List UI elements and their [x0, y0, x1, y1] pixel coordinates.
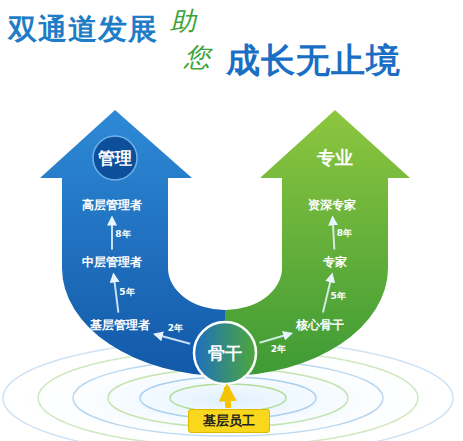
level-text: 中层管理者	[82, 254, 142, 271]
level-label: 高层管理者	[80, 196, 144, 215]
promotion-arrow	[111, 218, 113, 250]
years-label: 2年	[168, 322, 183, 335]
years-label: 8年	[337, 226, 352, 239]
years-label: 8年	[115, 227, 130, 240]
level-label: 核心骨干	[294, 316, 346, 335]
management-arrow: 管理高层管理者中层管理者基层管理者	[38, 108, 228, 380]
arrow-badge: 管理	[98, 147, 132, 170]
years-label-wrap: 2年	[271, 342, 286, 355]
title-part: 您	[184, 40, 210, 75]
level-label: 基层管理者	[88, 316, 152, 335]
level-label: 资深专家	[306, 196, 358, 215]
years-label-wrap: 8年	[115, 227, 130, 240]
years-label: 5年	[119, 286, 134, 299]
title-part: 您	[184, 40, 210, 75]
level-text: 高层管理者	[82, 197, 142, 214]
promotion-arrow	[260, 334, 292, 343]
years-label-wrap: 5年	[331, 290, 346, 303]
level-label: 中层管理者	[80, 253, 144, 272]
promotion-arrow	[333, 217, 335, 249]
level-text: 核心骨干	[296, 317, 344, 334]
level-text: 基层管理者	[90, 317, 150, 334]
entry-arrow	[227, 387, 228, 408]
years-label-wrap: 5年	[119, 286, 134, 299]
promotion-arrow	[155, 334, 190, 343]
title-part: 助	[170, 4, 196, 39]
base-box: 基层员工	[188, 409, 270, 433]
promotion-arrow	[114, 274, 119, 312]
arrow-title: 专业	[317, 146, 353, 170]
years-label-wrap: 2年	[168, 322, 183, 335]
profession-arrow: 专业资深专家专家核心骨干	[222, 108, 414, 380]
title: 双通道发展	[8, 10, 158, 50]
level-text: 资深专家	[308, 197, 356, 214]
arrow-title: 管理	[98, 147, 132, 170]
years-label: 2年	[271, 342, 286, 355]
circle-label: 骨干	[208, 342, 242, 365]
title-part: 助	[170, 4, 196, 39]
title-wrap: 双通道发展	[8, 10, 158, 50]
level-text: 专家	[323, 254, 347, 271]
title-part: 成长无止境	[226, 38, 401, 84]
arrow-badge: 专业	[317, 146, 353, 170]
years-label: 5年	[331, 290, 346, 303]
core-circle: 骨干	[192, 320, 258, 386]
arm-shape	[38, 108, 228, 380]
box-label: 基层员工	[203, 412, 255, 430]
title-part: 成长无止境	[226, 38, 401, 84]
level-label: 专家	[321, 253, 349, 272]
years-label-wrap: 8年	[337, 226, 352, 239]
